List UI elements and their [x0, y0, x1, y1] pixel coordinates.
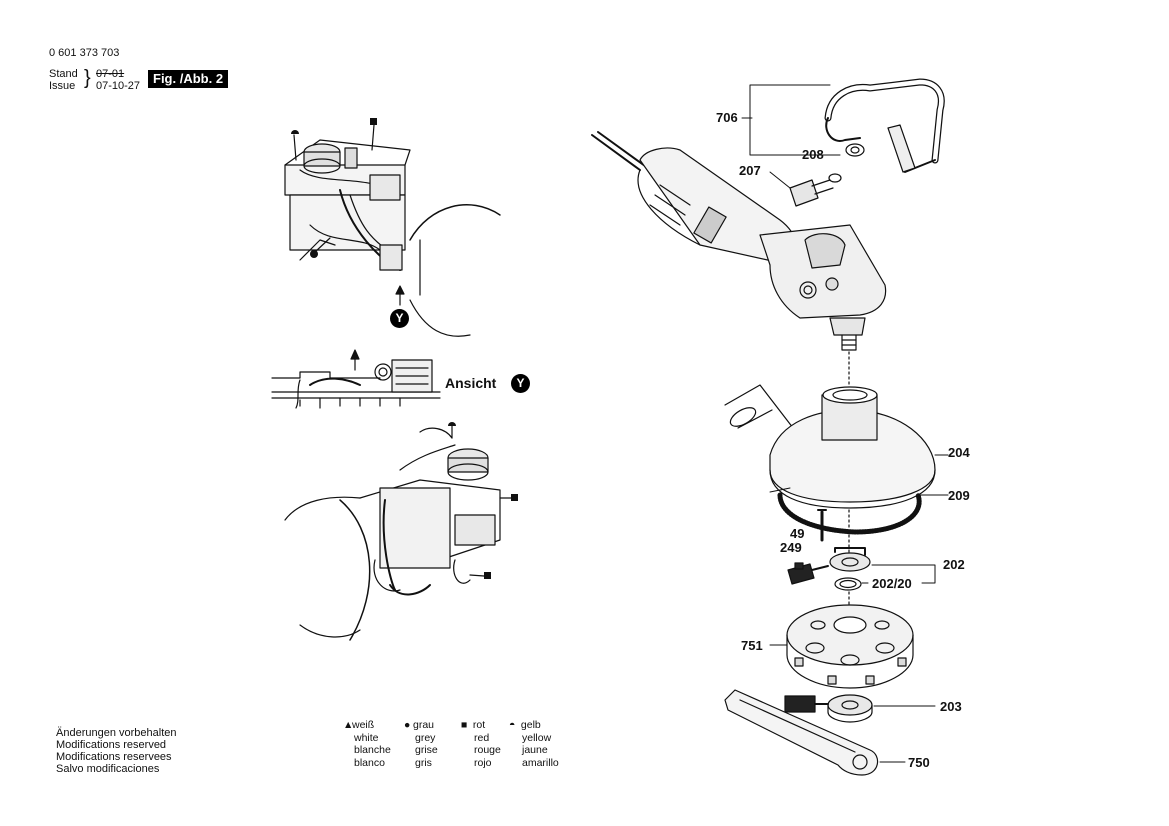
nut-203: [784, 694, 873, 723]
guard-204: [724, 384, 936, 509]
spanner-750: [724, 689, 879, 776]
bolt-207: [789, 179, 819, 207]
ansicht-section-view: [271, 349, 441, 409]
doc-number: 0 601 373 703: [49, 47, 120, 59]
part-49: 49: [790, 526, 805, 541]
note-es: Salvo modificaciones: [56, 763, 160, 775]
part-249: 249: [780, 540, 802, 555]
wiring-detail-bottom: [284, 424, 512, 641]
legend-yellow: ◓ gelb yellow jaune amarillo: [509, 719, 559, 769]
part-204: 204: [948, 445, 970, 460]
triangle-icon: ▲: [343, 719, 354, 731]
view-y-marker-detail: Y: [390, 309, 409, 328]
part-751: 751: [741, 638, 763, 653]
grinder-body: [591, 131, 887, 351]
new-date: 07-10-27: [96, 80, 141, 92]
part-209: 209: [948, 488, 970, 503]
brush-ring-209: [769, 487, 922, 535]
wheel-751: [769, 604, 914, 689]
legend-red: ■ rot red rouge rojo: [461, 719, 501, 769]
half-circle-icon: ◓: [509, 719, 516, 731]
ansicht-label: Ansicht: [445, 375, 497, 391]
part-750: 750: [908, 755, 930, 770]
wiring-detail-top: [284, 124, 501, 337]
part-202: 202: [943, 557, 965, 572]
stand-label: Stand: [49, 68, 78, 80]
circle-icon: ●: [404, 719, 411, 731]
note-fr: Modifications reservees: [56, 751, 172, 763]
note-de: Änderungen vorbehalten: [56, 727, 177, 739]
square-icon: ■: [461, 719, 468, 731]
note-en: Modifications reserved: [56, 739, 167, 751]
modifications-notes: Änderungen vorbehalten Modifications res…: [56, 727, 176, 775]
flange-202: [787, 547, 871, 591]
legend-white: ▲weiß white blanche blanco: [343, 719, 391, 769]
washer-208: [828, 173, 842, 183]
figure-label: Fig. /Abb. 2: [148, 70, 229, 88]
old-date: 07-01: [96, 68, 125, 80]
part-202-20: 202/20: [872, 576, 912, 591]
part-203: 203: [940, 699, 962, 714]
auxiliary-handle: [824, 78, 945, 173]
part-706: 706: [716, 110, 738, 125]
view-y-marker-label: Y: [511, 374, 530, 393]
brace: }: [84, 67, 91, 89]
part-207: 207: [739, 163, 761, 178]
legend-grey: ●grau grey grise gris: [404, 719, 438, 769]
issue-label: Issue: [49, 80, 76, 92]
part-208: 208: [802, 147, 824, 162]
